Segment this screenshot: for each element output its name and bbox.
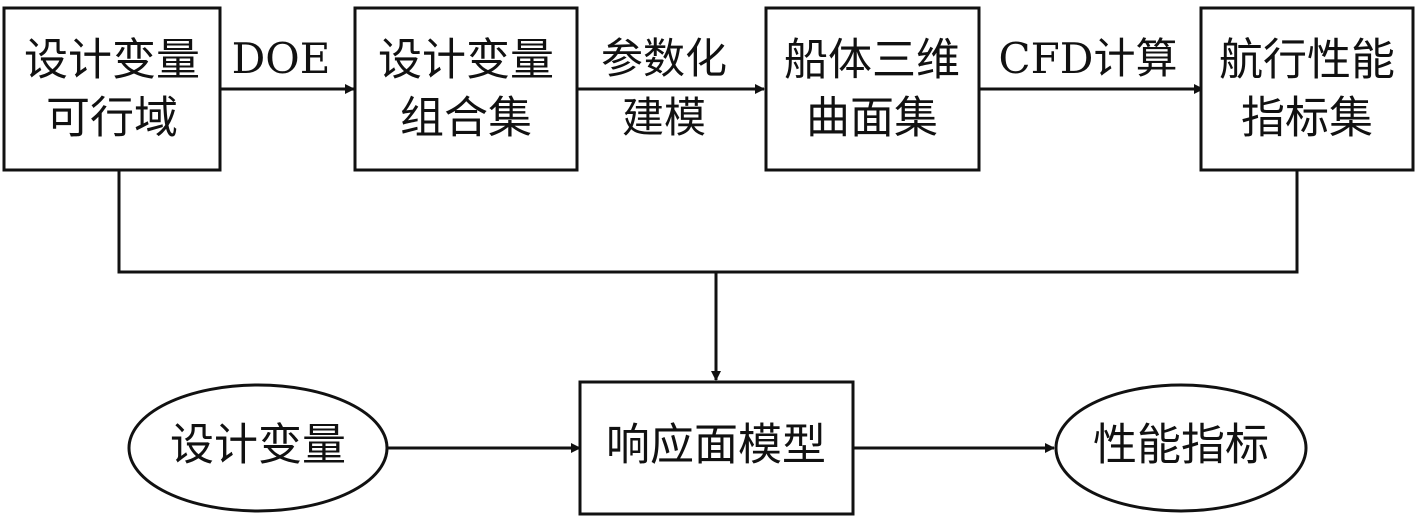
node-hull-surfaces-line-2: 曲面集: [806, 93, 938, 144]
node-response-surface-model: [578, 380, 855, 516]
node-design-combos-line-2: 组合集: [400, 93, 532, 144]
node-performance-set: [1199, 6, 1415, 172]
node-performance-set-line-2: 指标集: [1241, 93, 1373, 144]
edge-label-param-line-1: 参数化: [601, 34, 727, 83]
node-design-input-label: 设计变量: [170, 420, 346, 471]
node-design-domain-line-2: 可行域: [46, 93, 178, 144]
node-performance-set-line-1: 航行性能: [1219, 35, 1395, 86]
node-response-surface-model-label: 响应面模型: [606, 420, 826, 471]
node-design-combos-line-1: 设计变量: [378, 35, 554, 86]
edge-collector-line: [117, 170, 1299, 274]
node-design-combos: [353, 6, 579, 172]
node-performance-output-label: 性能指标: [1093, 420, 1269, 471]
node-design-domain-line-1: 设计变量: [24, 35, 200, 86]
edge-label-doe: DOE: [232, 34, 331, 83]
node-design-input: [127, 383, 389, 513]
node-performance-output: [1054, 383, 1308, 513]
edge-label-param-line-2: 建模: [622, 93, 706, 142]
node-hull-surfaces-line-1: 船体三维: [784, 35, 960, 86]
node-hull-surfaces: [764, 6, 981, 172]
edge-label-cfd: CFD计算: [999, 34, 1178, 83]
node-design-domain: [2, 6, 222, 172]
